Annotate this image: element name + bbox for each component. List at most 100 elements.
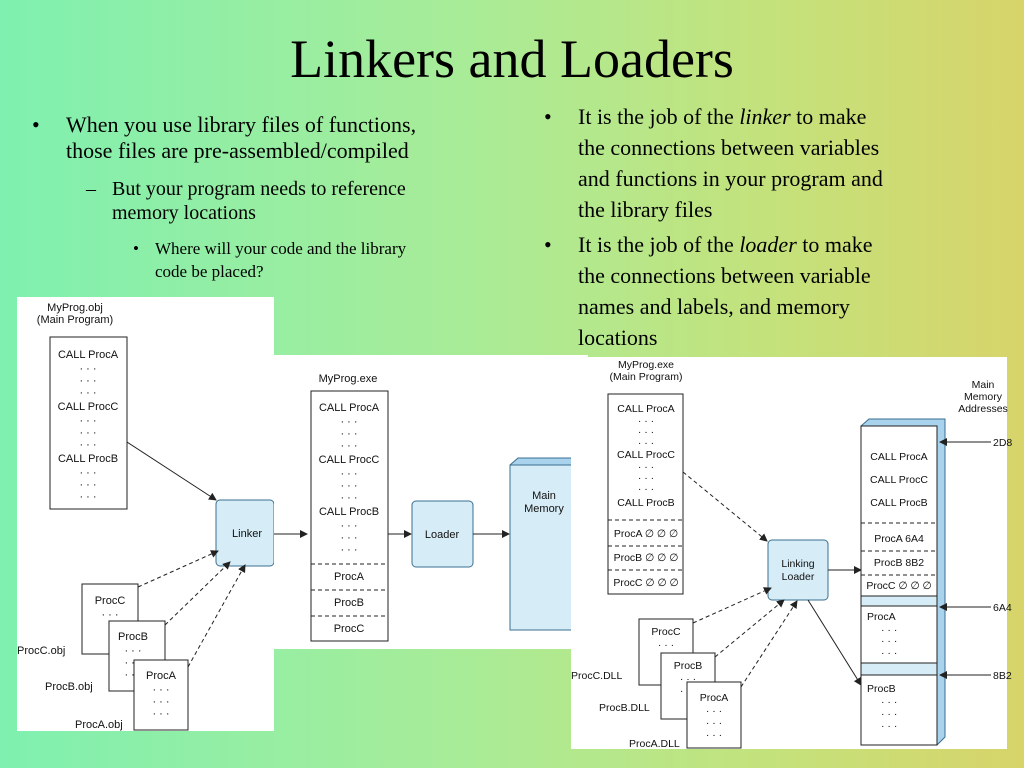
slide-title: Linkers and Loaders [290,29,734,89]
svg-text:· · ·: · · · [340,532,357,544]
svg-text:· · ·: · · · [340,480,357,492]
linking-loader-box [767,539,829,601]
svg-text:· · ·: · · · [79,375,96,387]
dynamic-linking-figure: MyProg.exe (Main Program) CALL ProcA · ·… [571,357,1012,750]
svg-text:· · ·: · · · [124,645,141,657]
left-sub-bullet-line-1: But your program needs to reference [112,178,406,200]
right-bullet-2: • It is the job of the loader to make th… [544,229,1008,353]
linker-figure: MyProg.obj (Main Program) CALL ProcA · ·… [17,297,275,731]
exe-procc: ProcC [334,623,365,635]
svg-text:· · ·: · · · [638,415,654,427]
svg-text:· · ·: · · · [881,708,897,720]
call-proca: CALL ProcA [58,349,119,361]
svg-text:Main: Main [972,379,995,391]
svg-text:· · ·: · · · [79,439,96,451]
svg-text:· · ·: · · · [340,520,357,532]
svg-text:Loader: Loader [782,571,815,583]
svg-text:Main: Main [532,490,556,502]
right-bullet-1-line-1: It is the job of the linker to make [578,104,867,129]
svg-text:· · ·: · · · [881,696,897,708]
svg-text:· · ·: · · · [340,440,357,452]
dash-marker: – [86,178,96,200]
myprog-exe-title: MyProg.exe [319,373,378,385]
svg-text:· · ·: · · · [79,467,96,479]
myprog-obj-subtitle: (Main Program) [37,314,113,326]
mem-stub-proca: ProcA 6A4 [874,533,924,545]
svg-text:· · ·: · · · [638,426,654,438]
svg-text:· · ·: · · · [638,483,654,495]
right-bullet-2-line-3: names and labels, and memory [578,294,850,319]
left-subsub-bullet-line-2: code be placed? [155,262,264,281]
svg-text:· · ·: · · · [79,363,96,375]
svg-text:CALL ProcB: CALL ProcB [319,506,379,518]
stub-procb: ProcB ∅ ∅ ∅ [614,552,679,564]
loader-figure: MyProg.exe CALL ProcA · · · · · · · · · … [274,355,589,649]
svg-text:Addresses: Addresses [958,403,1008,415]
procb-obj-label: ProcB.obj [45,681,93,693]
loader-emphasis: loader [739,232,797,257]
svg-text:ProcA: ProcA [146,670,177,682]
mem-procb: ProcB [867,683,896,695]
svg-text:Memory: Memory [964,391,1003,403]
svg-text:· · ·: · · · [340,416,357,428]
main-memory-layout [860,425,938,746]
address-8b2: 8B2 [993,670,1012,682]
svg-text:· · ·: · · · [79,427,96,439]
svg-text:· · ·: · · · [340,428,357,440]
svg-text:CALL ProcC: CALL ProcC [870,474,928,486]
stub-proca: ProcA ∅ ∅ ∅ [614,528,678,540]
svg-text:· · ·: · · · [706,729,722,741]
right-bullet-2-line-4: locations [578,325,658,350]
proca-dll-label: ProcA.DLL [629,738,680,750]
svg-text:· · ·: · · · [881,720,897,732]
svg-text:· · ·: · · · [881,624,897,636]
svg-text:ProcC: ProcC [651,626,681,638]
right-bullet-1: • It is the job of the linker to make th… [544,101,1008,225]
svg-text:· · ·: · · · [152,684,169,696]
svg-text:· · ·: · · · [101,609,118,621]
bullet-marker: • [32,112,40,137]
left-sub-bullet-1: – But your program needs to reference me… [86,177,532,225]
address-2d8: 2D8 [993,437,1012,449]
myprog-obj-box [49,336,128,510]
mem-proca: ProcA [867,611,896,623]
svg-text:· · ·: · · · [881,635,897,647]
svg-text:· · ·: · · · [658,639,674,651]
left-bullet-1: • When you use library files of function… [32,112,536,164]
call-procc: CALL ProcC [58,401,119,413]
svg-text:Linking: Linking [781,558,814,570]
dll-exe-title: MyProg.exe [618,359,674,371]
svg-text:· · ·: · · · [340,468,357,480]
procb-dll-label: ProcB.DLL [599,702,650,714]
right-bullet-1-line-3: and functions in your program and [578,166,883,191]
left-subsub-bullet-1: • Where will your code and the library c… [133,237,535,283]
svg-text:CALL ProcB: CALL ProcB [617,497,674,509]
left-bullet-1-line-2: those files are pre-assembled/compiled [66,138,409,163]
svg-text:· · ·: · · · [638,461,654,473]
svg-text:· · ·: · · · [152,708,169,720]
svg-text:ProcC: ProcC [95,595,126,607]
svg-text:· · ·: · · · [638,472,654,484]
dll-exe-box [607,393,684,595]
svg-text:· · ·: · · · [706,705,722,717]
svg-text:· · ·: · · · [340,544,357,556]
linker-label: Linker [232,528,262,540]
svg-text:Memory: Memory [524,503,564,515]
svg-text:ProcB: ProcB [674,660,703,672]
bullet-marker: • [544,104,552,129]
right-bullet-2-line-2: the connections between variable [578,263,871,288]
proca-obj-label: ProcA.obj [75,719,123,731]
left-bullet-1-line-1: When you use library files of functions, [66,112,417,137]
procc-dll-label: ProcC.DLL [571,670,623,682]
bullet-marker: • [544,232,552,257]
right-bullet-1-line-4: the library files [578,197,713,222]
svg-text:· · ·: · · · [79,479,96,491]
proca-obj-box [133,659,189,731]
svg-text:ProcB: ProcB [118,631,148,643]
svg-text:CALL ProcA: CALL ProcA [870,451,927,463]
left-sub-bullet-line-2: memory locations [112,202,256,224]
myprog-obj-title: MyProg.obj [47,302,103,314]
myprog-exe-box [310,390,389,642]
svg-text:· · ·: · · · [152,696,169,708]
svg-text:· · ·: · · · [79,387,96,399]
